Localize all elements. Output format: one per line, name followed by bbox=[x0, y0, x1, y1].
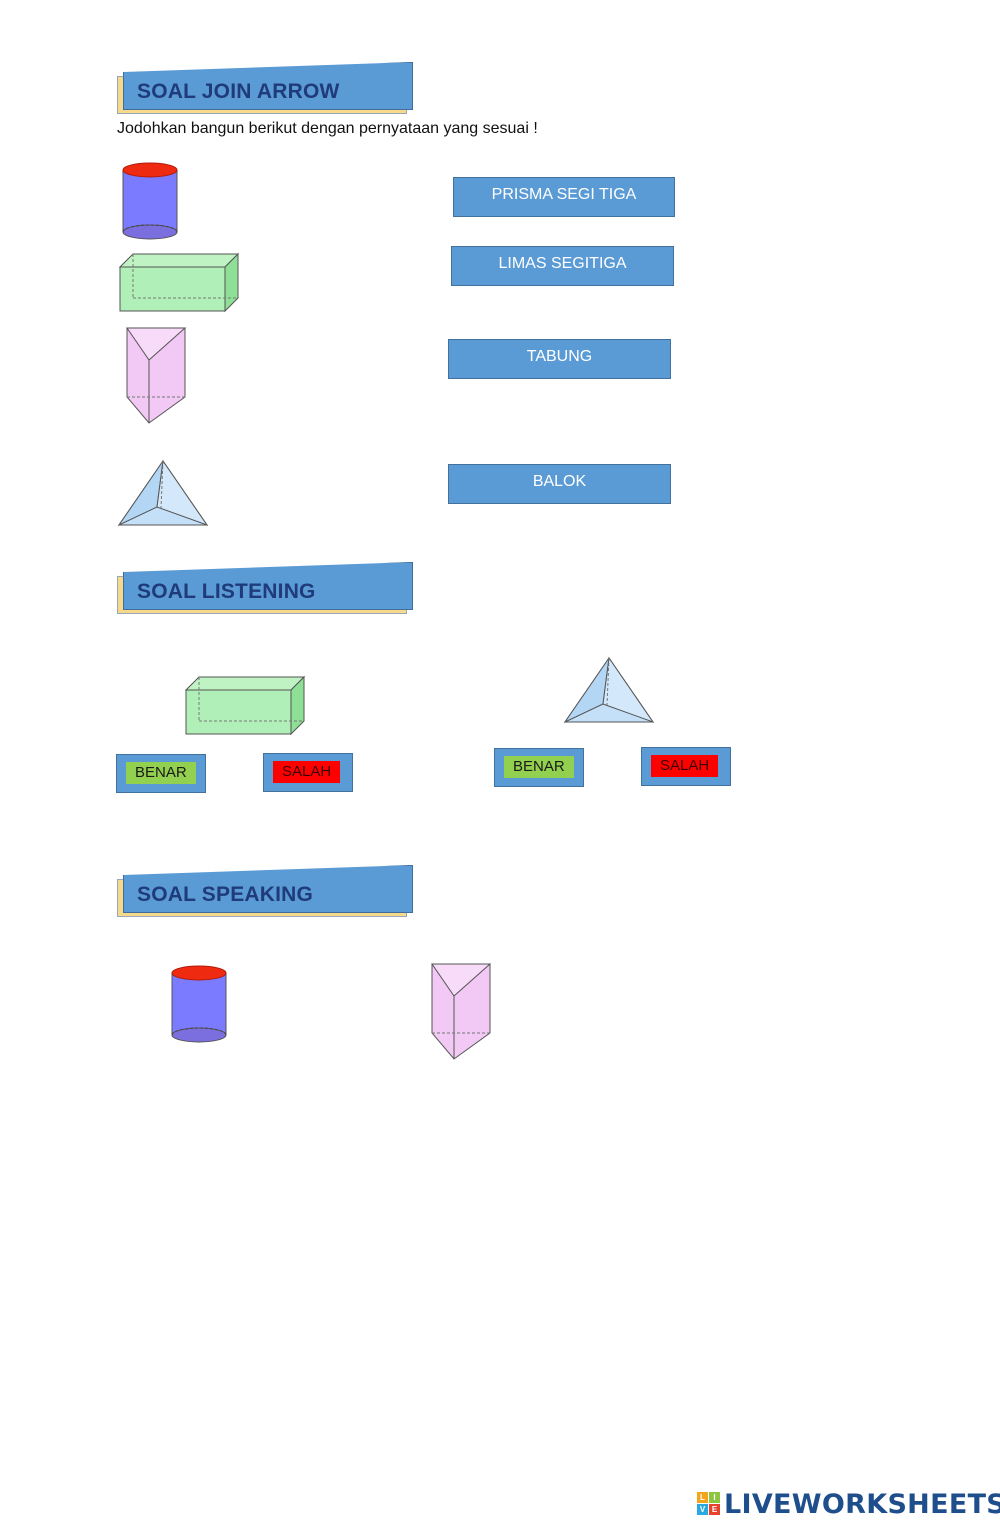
triangular-pyramid-shape[interactable] bbox=[117, 458, 211, 528]
benar-button-1[interactable]: BENAR bbox=[116, 754, 206, 793]
liveworksheets-logo: L I V E LIVEWORKSHEETS bbox=[697, 1487, 1000, 1521]
section-title-speaking: SOAL SPEAKING bbox=[137, 883, 314, 906]
answer-box-balok[interactable]: BALOK bbox=[448, 464, 671, 504]
answer-box-tabung[interactable]: TABUNG bbox=[448, 339, 671, 379]
salah-label: SALAH bbox=[273, 761, 341, 783]
benar-label: BENAR bbox=[126, 762, 196, 784]
answer-box-prisma-segi-tiga[interactable]: PRISMA SEGI TIGA bbox=[453, 177, 675, 217]
speaking-cylinder-shape bbox=[171, 965, 227, 1043]
section-banner-speaking: SOAL SPEAKING bbox=[117, 865, 417, 927]
salah-label: SALAH bbox=[651, 755, 719, 777]
listening-cuboid-shape bbox=[184, 675, 306, 736]
cylinder-shape[interactable] bbox=[120, 160, 182, 242]
benar-label: BENAR bbox=[504, 756, 574, 778]
section-banner-join-arrow: SOAL JOIN ARROW bbox=[117, 62, 417, 124]
instruction-text: Jodohkan bangun berikut dengan pernyataa… bbox=[117, 120, 538, 137]
salah-button-1[interactable]: SALAH bbox=[263, 753, 353, 792]
logo-text: LIVEWORKSHEETS bbox=[724, 1488, 1000, 1520]
logo-mark-icon: L I V E bbox=[697, 1492, 721, 1516]
speaking-prism-shape bbox=[431, 963, 492, 1060]
listening-pyramid-shape bbox=[563, 656, 655, 724]
triangular-prism-shape[interactable] bbox=[125, 325, 189, 427]
cuboid-shape[interactable] bbox=[118, 251, 242, 315]
section-banner-listening: SOAL LISTENING bbox=[117, 562, 417, 624]
answer-box-limas-segitiga[interactable]: LIMAS SEGITIGA bbox=[451, 246, 674, 286]
salah-button-2[interactable]: SALAH bbox=[641, 747, 731, 786]
section-title-listening: SOAL LISTENING bbox=[137, 580, 316, 603]
benar-button-2[interactable]: BENAR bbox=[494, 748, 584, 787]
section-title-join-arrow: SOAL JOIN ARROW bbox=[137, 80, 340, 103]
